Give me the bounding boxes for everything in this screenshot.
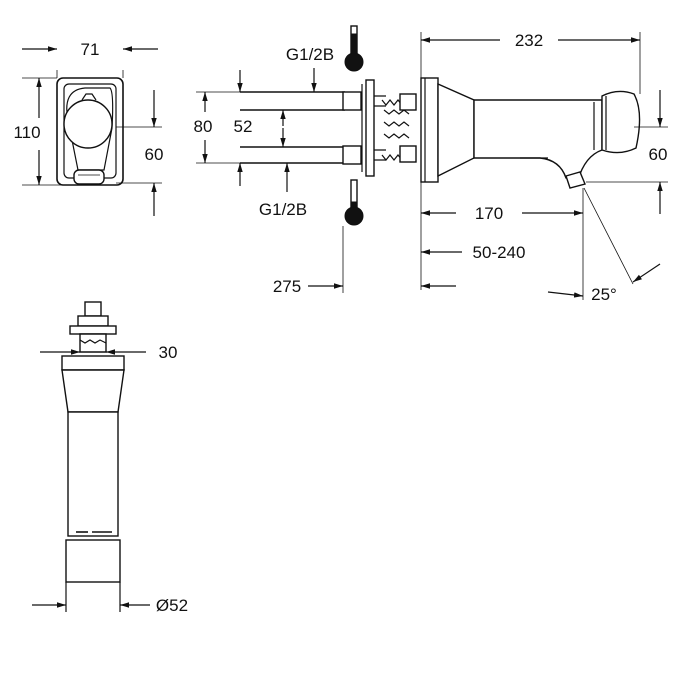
thermometer-cold-icon <box>344 179 364 226</box>
spout-angle-label: 25° <box>591 285 617 304</box>
thread-top-label: G1/2B <box>286 45 334 64</box>
thread-bottom-label: G1/2B <box>259 200 307 219</box>
body-height-label: 60 <box>649 145 668 164</box>
front-inset-label: 60 <box>145 145 164 164</box>
front-view <box>22 46 162 216</box>
overall-length-label: 232 <box>515 31 543 50</box>
pipe-length-label: 275 <box>273 277 301 296</box>
pipe-spacing-outer-label: 80 <box>194 117 213 136</box>
spout-reach-label: 170 <box>475 204 503 223</box>
adjust-range-label: 50-240 <box>473 243 526 262</box>
front-height-label: 110 <box>13 123 40 142</box>
cartridge-width-label: 30 <box>159 343 178 362</box>
front-width-label: 71 <box>81 40 100 59</box>
pipe-spacing-inner-label: 52 <box>234 117 253 136</box>
thermometer-hot-icon <box>344 25 364 72</box>
cartridge-diameter-label: Ø52 <box>156 596 188 615</box>
cartridge-view <box>32 301 150 612</box>
side-view <box>196 25 668 300</box>
